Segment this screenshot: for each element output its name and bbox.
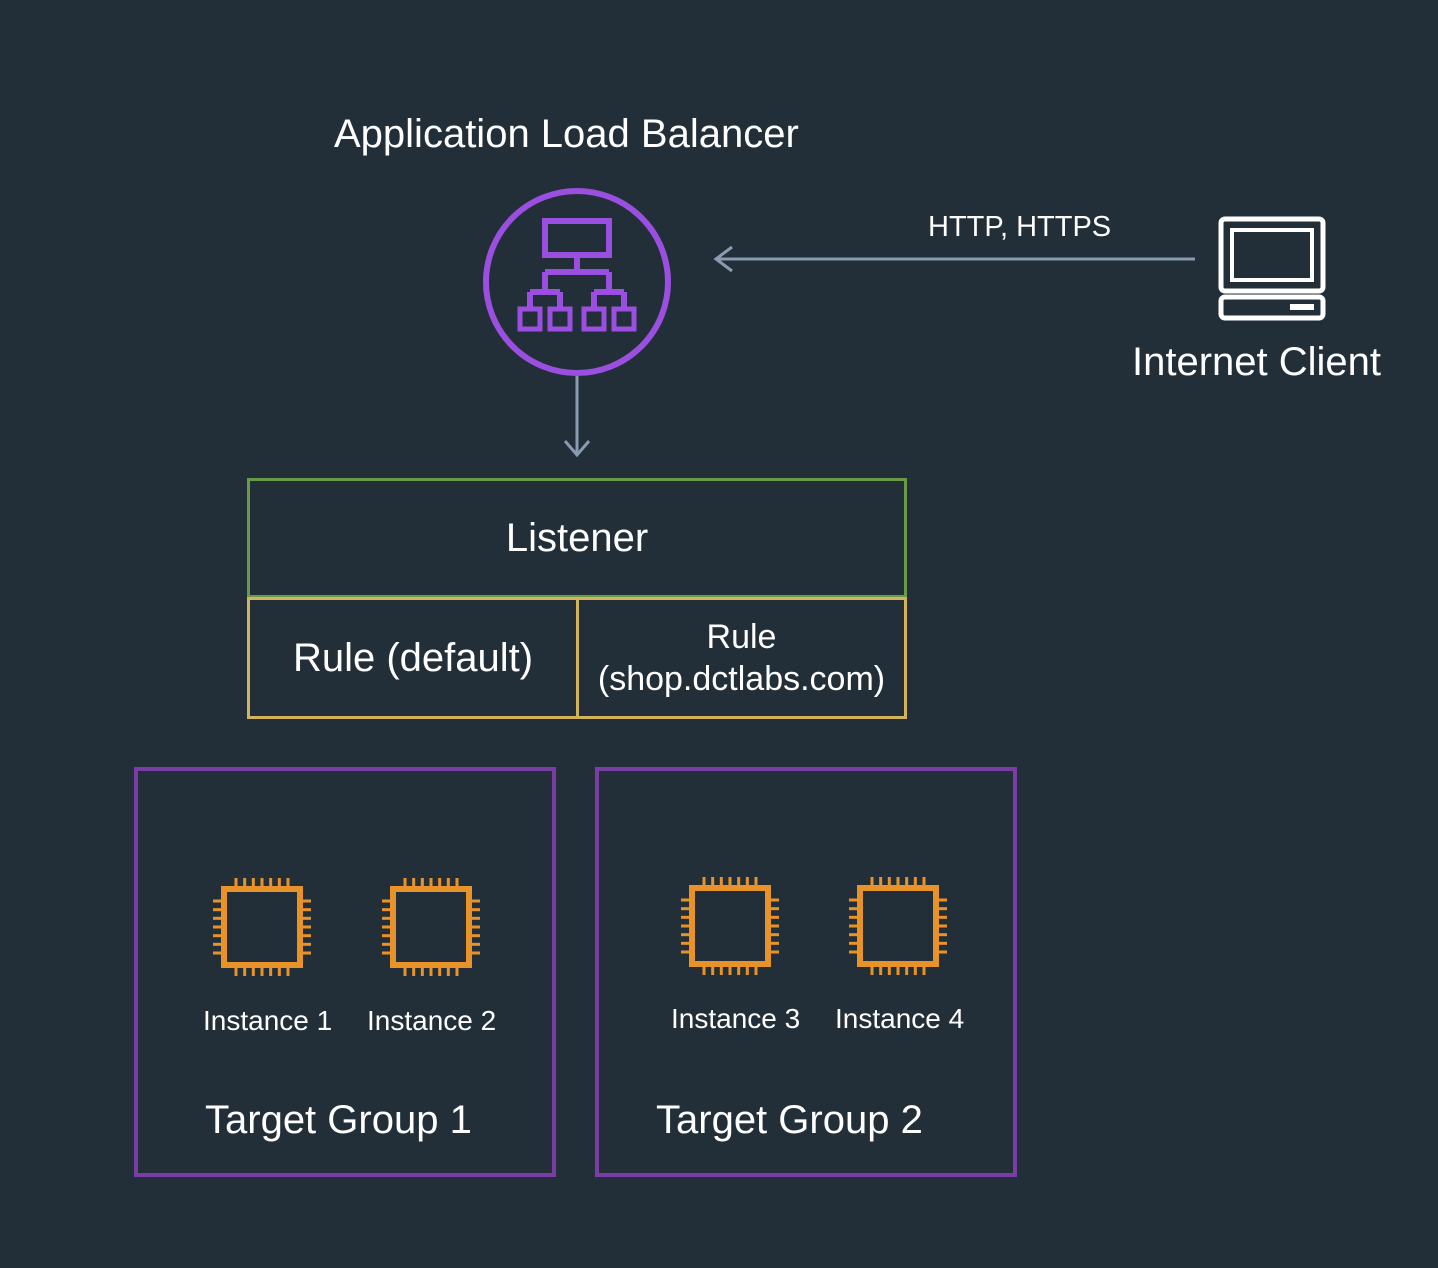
internet-client-label: Internet Client (1132, 340, 1382, 384)
rule-shop-detail: (shop.dctlabs.com) (597, 660, 886, 698)
chip-icon (849, 877, 947, 975)
chip-icon (382, 878, 480, 976)
target-group-2-box (595, 767, 1017, 1177)
client-to-alb-arrow (713, 245, 1195, 273)
target-group-1-label: Target Group 1 (205, 1098, 472, 1142)
load-balancer-title: Application Load Balancer (334, 112, 799, 156)
instance-label: Instance 1 (203, 1005, 333, 1036)
chip-icon (681, 877, 779, 975)
listener-label: Listener (505, 515, 649, 560)
listener-box: Listener (247, 478, 907, 598)
instance-label: Instance 2 (367, 1005, 497, 1036)
rule-default-label: Rule (default) (292, 635, 534, 680)
chip-icon (213, 878, 311, 976)
alb-to-listener-arrow (563, 376, 591, 458)
laptop-icon (1218, 216, 1326, 321)
load-balancer-icon (483, 188, 671, 376)
protocol-label: HTTP, HTTPS (928, 211, 1112, 243)
target-group-2-label: Target Group 2 (656, 1098, 923, 1142)
instance-label: Instance 4 (835, 1003, 965, 1034)
target-group-1-box (134, 767, 556, 1177)
rule-shop-label: Rule (706, 618, 777, 656)
rule-shop-box: Rule (shop.dctlabs.com) (576, 597, 907, 719)
instance-label: Instance 3 (671, 1003, 801, 1034)
rule-default-box: Rule (default) (247, 597, 579, 719)
